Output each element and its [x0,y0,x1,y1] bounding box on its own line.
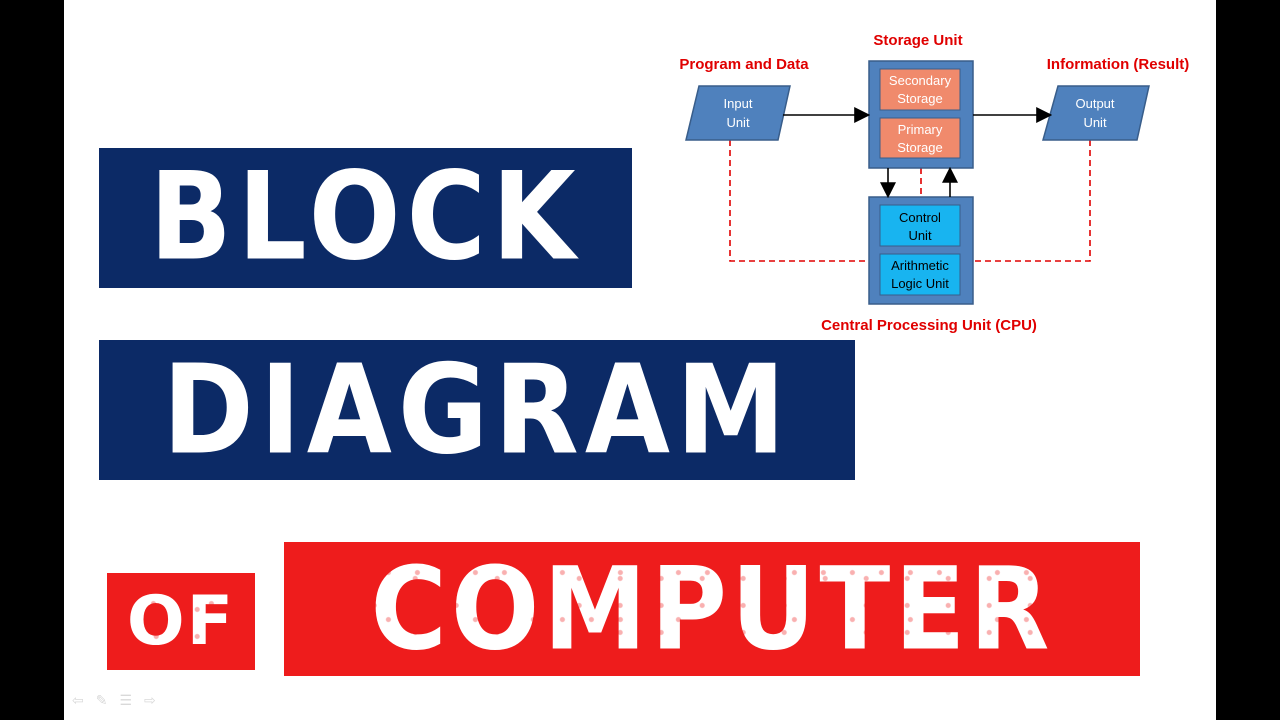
title-banner-diagram: DIAGRAM [99,340,855,480]
label-information-result: Information (Result) [1047,56,1190,73]
title-banner-computer: COMPUTER [284,542,1140,676]
label-program-and-data: Program and Data [679,56,809,73]
forward-arrow-icon[interactable]: ⇨ [144,692,156,708]
menu-icon[interactable]: ☰ [119,692,133,708]
output-unit: Output Unit [1042,85,1150,141]
output-unit-label-1: Output [1075,96,1114,111]
alu-label-2: Logic Unit [891,276,949,291]
primary-storage [879,117,961,159]
control-unit-label-1: Control [899,210,941,225]
label-storage-unit: Storage Unit [873,32,962,49]
computer-block-diagram: Program and Data Storage Unit Informatio… [679,32,1190,334]
control-lines [729,140,1091,262]
slideshow-nav: ⇦ ✎ ☰ ⇨ [72,692,156,709]
title-block-text: BLOCK [149,147,582,288]
input-unit: Input Unit [685,85,791,141]
secondary-storage-label-1: Secondary [889,73,952,88]
cpu-unit: Control Unit Arithmetic Logic Unit [868,196,974,305]
back-arrow-icon[interactable]: ⇦ [72,692,84,708]
title-banner-of: OF [107,573,255,670]
control-unit [879,204,961,247]
storage-unit: Secondary Storage Primary Storage [868,60,974,169]
title-computer-text: COMPUTER [370,541,1054,677]
label-cpu: Central Processing Unit (CPU) [821,317,1037,334]
alu [879,253,961,296]
alu-label-1: Arithmetic [891,258,949,273]
secondary-storage [879,68,961,111]
input-unit-label-2: Unit [726,115,750,130]
input-unit-label-1: Input [724,96,753,111]
control-unit-label-2: Unit [908,228,932,243]
secondary-storage-label-2: Storage [897,91,943,106]
title-diagram-text: DIAGRAM [162,338,792,482]
slide: BLOCK DIAGRAM OF COMPUTER Program and Da… [64,0,1216,720]
title-of-text: OF [126,581,236,661]
primary-storage-label-1: Primary [898,122,943,137]
output-unit-label-2: Unit [1083,115,1107,130]
data-flow-arrows [783,107,1053,199]
primary-storage-label-2: Storage [897,140,943,155]
pen-icon[interactable]: ✎ [95,692,108,708]
